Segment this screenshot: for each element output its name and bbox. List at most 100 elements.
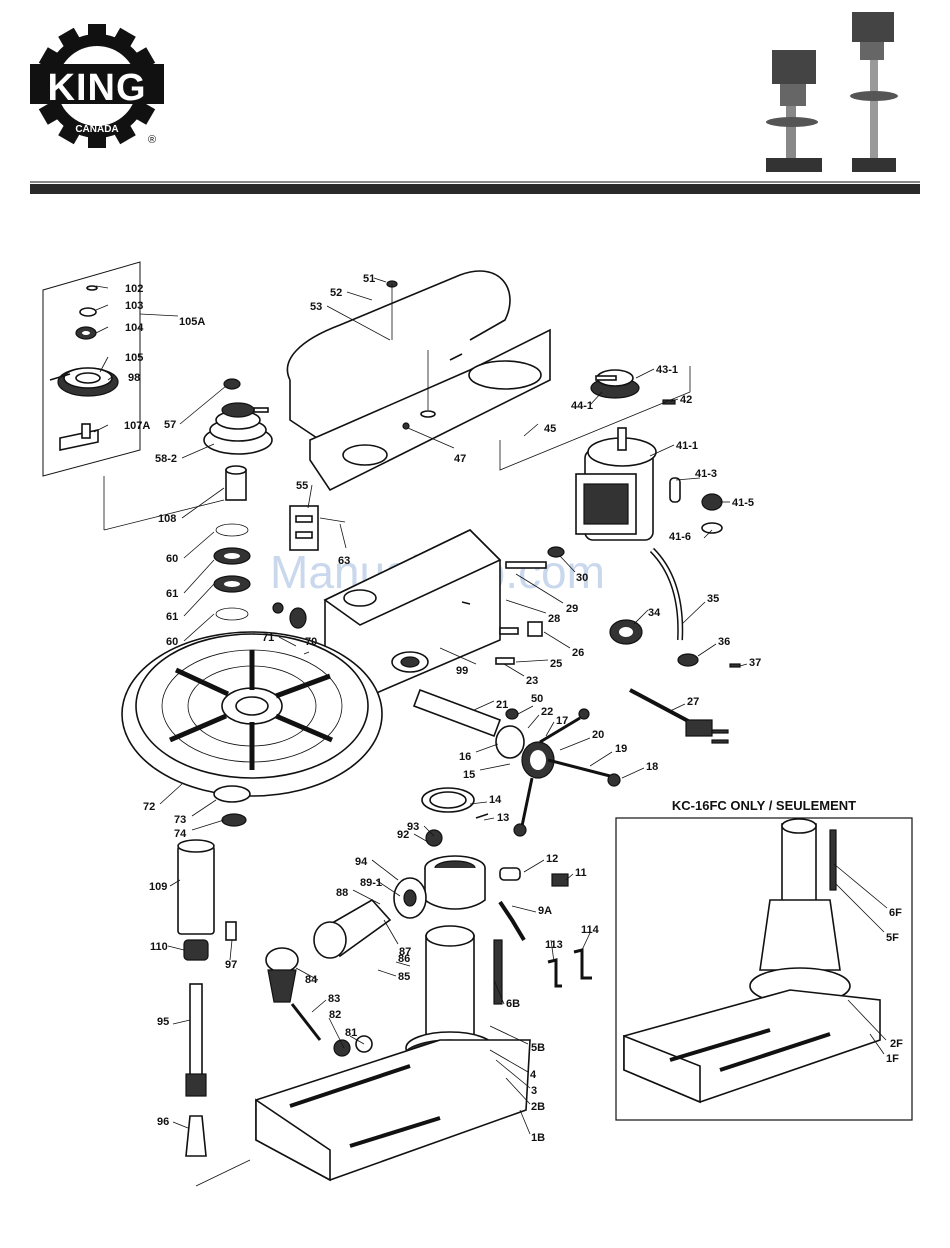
- leader-line: [489, 1049, 529, 1073]
- leader-line: [503, 663, 525, 677]
- header-rule: [30, 184, 920, 194]
- part-label-74: 74: [174, 828, 187, 840]
- part-label-29: 29: [566, 603, 578, 615]
- part-label-45: 45: [544, 423, 556, 435]
- motor: [499, 366, 723, 541]
- leader-line: [278, 636, 297, 647]
- leader-line: [377, 969, 397, 977]
- leader-line: [559, 555, 576, 573]
- leader-line: [407, 427, 455, 449]
- registered-mark: ®: [148, 134, 156, 146]
- part-label-41-5: 41-5: [732, 497, 754, 509]
- leader-line: [847, 999, 887, 1041]
- leader-line: [621, 767, 645, 779]
- part-label-2f: 2F: [890, 1038, 903, 1050]
- leader-line: [352, 889, 381, 905]
- part-label-2b: 2B: [531, 1101, 545, 1113]
- leader-line: [515, 573, 564, 604]
- part-label-11: 11: [575, 867, 587, 879]
- leader-line: [479, 763, 511, 771]
- part-label-113: 113: [545, 939, 563, 951]
- leader-line: [545, 721, 555, 737]
- part-label-94: 94: [355, 856, 368, 868]
- part-label-107a: 107A: [124, 420, 150, 432]
- leader-line: [183, 583, 215, 617]
- leader-line: [346, 291, 373, 301]
- part-label-1f: 1F: [886, 1053, 899, 1065]
- leader-line: [517, 705, 534, 715]
- part-label-61b: 61: [166, 611, 178, 623]
- leader-line: [229, 939, 233, 961]
- leader-line: [739, 663, 748, 667]
- leader-line: [95, 326, 109, 334]
- part-label-5b: 5B: [531, 1042, 545, 1054]
- part-label-63: 63: [338, 555, 350, 567]
- part-label-73: 73: [174, 814, 186, 826]
- part-label-114: 114: [581, 924, 600, 936]
- leader-line: [172, 1019, 191, 1025]
- leader-line: [159, 783, 183, 805]
- leader-line: [181, 443, 215, 459]
- part-label-97: 97: [225, 959, 237, 971]
- leader-line: [439, 647, 477, 665]
- leader-line: [667, 703, 686, 713]
- leader-line: [183, 613, 215, 642]
- part-label-99: 99: [456, 665, 468, 677]
- part-label-83: 83: [328, 993, 340, 1005]
- leader-line: [550, 939, 555, 963]
- part-label-30: 30: [576, 572, 588, 584]
- part-label-44-1: 44-1: [571, 400, 593, 412]
- part-label-14: 14: [489, 794, 502, 806]
- leader-line: [483, 817, 495, 821]
- part-label-20: 20: [592, 729, 604, 741]
- part-label-60b: 60: [166, 636, 178, 648]
- inset-title: KC-16FC ONLY / SEULEMENT: [672, 798, 856, 813]
- part-label-19: 19: [615, 743, 627, 755]
- leader-line: [581, 932, 591, 951]
- part-label-47: 47: [454, 453, 466, 465]
- part-label-21: 21: [496, 699, 508, 711]
- leader-line: [869, 1033, 885, 1055]
- column-and-base: [255, 925, 592, 1182]
- drill-press-thumbnails: [766, 12, 898, 172]
- leader-line: [505, 1077, 531, 1105]
- part-label-58-2: 58-2: [155, 453, 177, 465]
- part-label-98: 98: [128, 372, 140, 384]
- part-label-110: 110: [150, 941, 168, 953]
- chuck-and-arbor: [177, 839, 373, 1187]
- leader-line: [697, 643, 717, 657]
- part-label-93: 93: [407, 821, 419, 833]
- leader-line: [99, 356, 109, 373]
- part-label-4: 4: [530, 1069, 537, 1081]
- leader-lines: [93, 277, 888, 1135]
- part-label-82: 82: [329, 1009, 341, 1021]
- part-label-70: 70: [305, 636, 317, 648]
- quill-parts: [412, 688, 621, 837]
- leader-line: [523, 423, 539, 437]
- part-label-72: 72: [143, 801, 155, 813]
- part-label-103: 103: [125, 300, 143, 312]
- part-label-108: 108: [158, 513, 176, 525]
- part-label-86: 86: [398, 953, 410, 965]
- leader-line: [395, 961, 411, 967]
- part-label-88: 88: [336, 887, 348, 899]
- part-label-52: 52: [330, 287, 342, 299]
- leader-line: [495, 1059, 531, 1089]
- leader-line: [413, 833, 429, 843]
- part-label-18: 18: [646, 761, 658, 773]
- part-label-42: 42: [680, 394, 692, 406]
- leader-line: [703, 529, 713, 539]
- king-canada-logo: KING CANADA ®: [30, 24, 164, 148]
- leader-line: [527, 714, 540, 729]
- part-label-92: 92: [397, 829, 409, 841]
- leader-line: [183, 531, 215, 559]
- leader-line: [107, 376, 113, 381]
- leader-line: [675, 477, 701, 481]
- part-label-55: 55: [296, 480, 308, 492]
- leader-line: [565, 873, 574, 881]
- part-label-41-1: 41-1: [676, 440, 698, 452]
- leader-line: [371, 859, 399, 881]
- part-label-15: 15: [463, 769, 475, 781]
- leader-line: [835, 883, 885, 933]
- spindle-pulley: [103, 378, 273, 621]
